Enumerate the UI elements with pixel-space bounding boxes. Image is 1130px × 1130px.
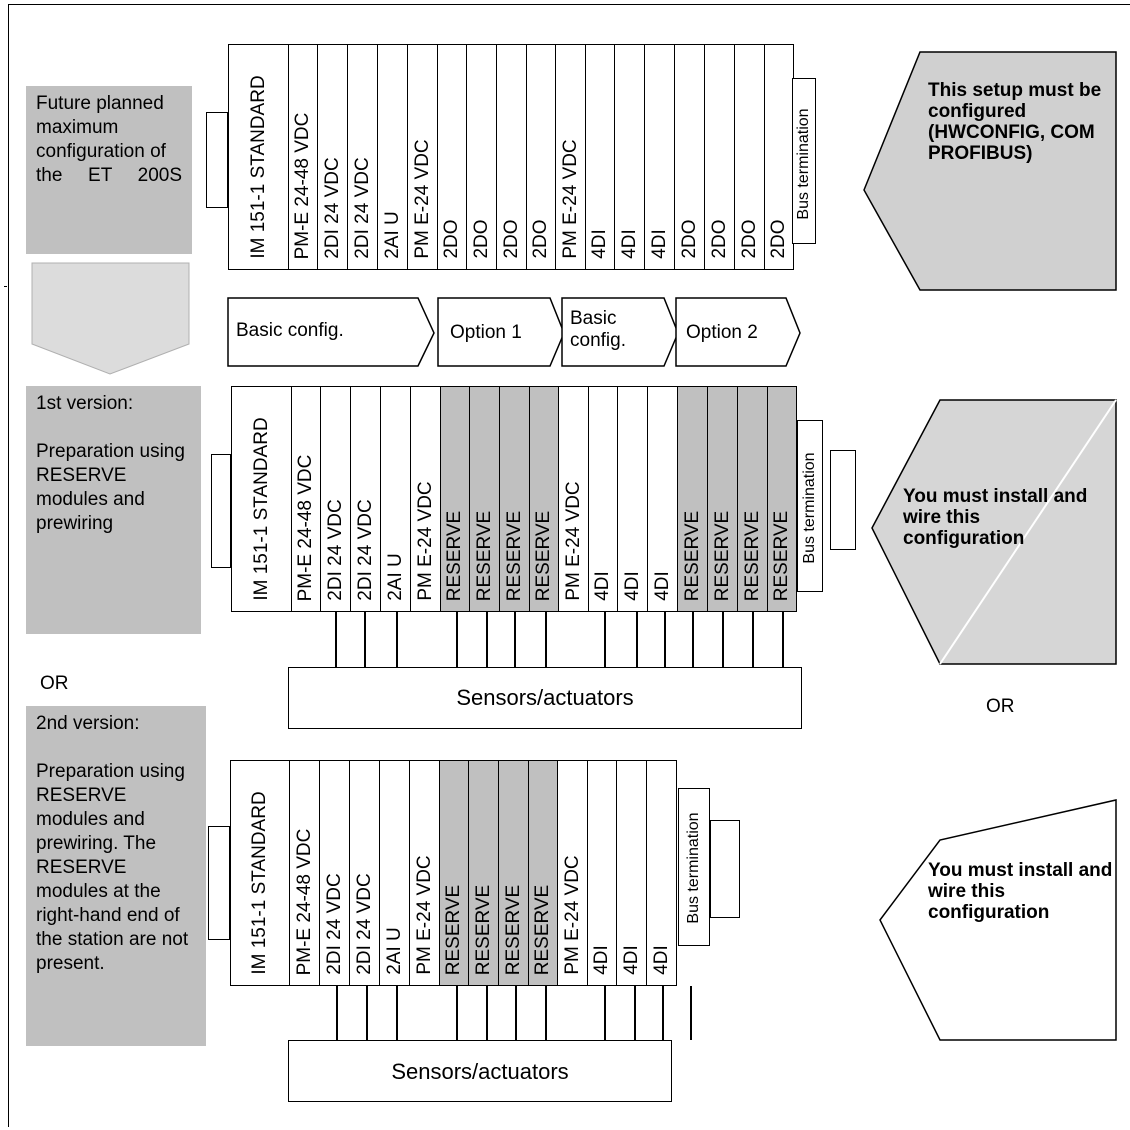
wire <box>456 986 458 1040</box>
v2-module-im-151-1-standard: IM 151-1 STANDARD <box>230 760 290 986</box>
v2-module-pm-e-24-48-vdc: PM-E 24-48 VDC <box>289 760 320 986</box>
rack-v1-bus-termination: Bus termination <box>797 420 823 592</box>
max-module-2do: 2DO <box>674 44 705 270</box>
max-module-pm-e-24-48-vdc: PM-E 24-48 VDC <box>288 44 318 270</box>
wire <box>545 612 547 667</box>
arrow-basic-config-2 <box>561 297 679 367</box>
wire <box>545 986 547 1040</box>
wire <box>604 612 606 667</box>
wire <box>664 612 666 667</box>
wire <box>366 986 368 1040</box>
note-install-wire-1: You must install and wire this configura… <box>903 486 1088 549</box>
v1-module-reserve: RESERVE <box>469 386 500 612</box>
sensors-actuators-box-2: Sensors/actuators <box>288 1040 672 1102</box>
max-module-2do: 2DO <box>466 44 497 270</box>
wire <box>486 986 488 1040</box>
wire <box>515 986 517 1040</box>
arrow-configure-shape <box>863 51 1117 291</box>
rack-v2-bus-termination: Bus termination <box>678 788 710 946</box>
arrow-option-1 <box>437 297 565 367</box>
note-install-wire-2: You must install and wire this configura… <box>928 860 1113 923</box>
rack-v1-end-connector <box>830 450 856 550</box>
wire <box>396 612 398 667</box>
wire <box>692 612 694 667</box>
sensors-actuators-box-1: Sensors/actuators <box>288 667 802 729</box>
v1-module-reserve: RESERVE <box>440 386 470 612</box>
v1-module-pm-e-24-vdc: PM E-24 VDC <box>558 386 589 612</box>
wire <box>396 986 398 1040</box>
v1-module-4di: 4DI <box>617 386 648 612</box>
rack-max-bus-termination: Bus termination <box>792 78 816 244</box>
arrow-label-option-2: Option 2 <box>686 322 758 343</box>
note-must-be-configured: This setup must be configured (HWCONFIG,… <box>928 80 1102 164</box>
or-left-label: OR <box>40 673 69 694</box>
wire <box>364 612 366 667</box>
v2-module-pm-e-24-vdc: PM E-24 VDC <box>409 760 440 986</box>
wire <box>486 612 488 667</box>
max-module-2do: 2DO <box>437 44 467 270</box>
arrow-label-basic-config-2: Basic config. <box>570 308 626 351</box>
wire <box>690 986 692 1040</box>
arrow-label-basic-config-1: Basic config. <box>236 320 344 341</box>
max-module-2do: 2DO <box>704 44 735 270</box>
wire <box>752 612 754 667</box>
arrow-basic-config-1 <box>227 297 435 367</box>
wire <box>636 612 638 667</box>
rack-v2-end-connector <box>710 820 740 918</box>
note-first-version: 1st version: Preparation using RESERVE m… <box>26 386 201 634</box>
wire <box>722 612 724 667</box>
diagram-frame <box>8 4 1130 1127</box>
max-module-2do: 2DO <box>526 44 556 270</box>
wire <box>604 986 606 1040</box>
v1-module-im-151-1-standard: IM 151-1 STANDARD <box>231 386 292 612</box>
max-module-4di: 4DI <box>644 44 675 270</box>
wire <box>782 612 784 667</box>
rack-max-left-connector <box>206 112 228 208</box>
arrow-option-2 <box>675 297 801 367</box>
v2-module-2di-24-vdc: 2DI 24 VDC <box>349 760 380 986</box>
max-module-pm-e-24-vdc: PM E-24 VDC <box>555 44 586 270</box>
wire <box>634 986 636 1040</box>
max-module-2di-24-vdc: 2DI 24 VDC <box>317 44 348 270</box>
wire <box>335 612 337 667</box>
v2-module-4di: 4DI <box>646 760 677 986</box>
arrow-install-2-shape <box>879 799 1117 1041</box>
rack-v2-left-connector <box>208 826 230 940</box>
max-module-2di-24-vdc: 2DI 24 VDC <box>347 44 378 270</box>
note-second-version: 2nd version: Preparation using RESERVE m… <box>26 706 206 1046</box>
v1-module-pm-e-24-48-vdc: PM-E 24-48 VDC <box>291 386 321 612</box>
wire <box>336 986 338 1040</box>
or-right-label: OR <box>986 696 1015 717</box>
rack-v1-left-connector <box>211 454 231 568</box>
v1-module-2di-24-vdc: 2DI 24 VDC <box>350 386 381 612</box>
max-module-im-151-1-standard: IM 151-1 STANDARD <box>228 44 289 270</box>
v1-module-pm-e-24-vdc: PM E-24 VDC <box>410 386 441 612</box>
wire <box>662 986 664 1040</box>
note-future-config: Future planned maximum configuration of … <box>26 86 192 254</box>
wire <box>456 612 458 667</box>
arrow-label-option-1: Option 1 <box>450 322 522 343</box>
wire <box>514 612 516 667</box>
v1-module-reserve: RESERVE <box>677 386 708 612</box>
v1-module-reserve: RESERVE <box>767 386 797 612</box>
arrow-install-1-shape <box>871 399 1117 665</box>
margin-tick <box>4 286 7 287</box>
